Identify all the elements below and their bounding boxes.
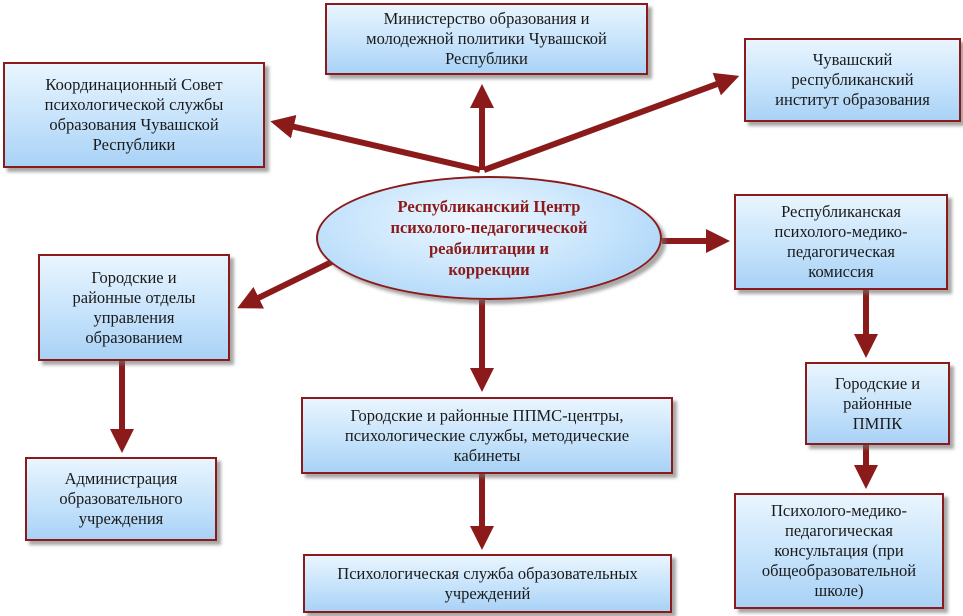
ministry-label: Министерство образования и молодежной по… <box>366 9 607 68</box>
council-label: Координационный Совет психологической сл… <box>44 75 224 154</box>
council-box: Координационный Совет психологической сл… <box>3 62 265 168</box>
city-departments-box: Городские и районные отделы управления о… <box>38 254 230 361</box>
psych-service-label: Психологическая служба образовательных у… <box>337 563 638 603</box>
administration-label: Администрация образовательного учреждени… <box>59 469 183 528</box>
city-departments-label: Городские и районные отделы управления о… <box>72 267 196 347</box>
ppms-centers-box: Городские и районные ППМС-центры, психол… <box>301 397 673 474</box>
pmpk-box: Городские и районные ПМПК <box>805 362 950 445</box>
arrow-to-city-departments <box>237 252 348 309</box>
institute-label: Чувашский республиканский институт образ… <box>775 50 930 109</box>
arrow-to-institute <box>482 72 740 173</box>
arrow-to-council <box>270 115 481 173</box>
consultation-label: Психолого-медико- педагогическая консуль… <box>761 501 917 600</box>
institute-box: Чувашский республиканский институт образ… <box>744 38 961 122</box>
center-label: Республиканский Центр психолого-педагоги… <box>390 197 588 279</box>
psych-service-box: Психологическая служба образовательных у… <box>303 554 672 613</box>
commission-box: Республиканская психолого-медико- педаго… <box>734 194 948 290</box>
center-ellipse: Республиканский Центр психолого-педагоги… <box>316 176 662 300</box>
consultation-box: Психолого-медико- педагогическая консуль… <box>734 493 944 609</box>
ministry-box: Министерство образования и молодежной по… <box>325 3 648 75</box>
ppms-centers-label: Городские и районные ППМС-центры, психол… <box>344 405 630 465</box>
commission-label: Республиканская психолого-медико- педаго… <box>774 202 908 281</box>
administration-box: Администрация образовательного учреждени… <box>25 457 217 541</box>
pmpk-label: Городские и районные ПМПК <box>834 373 921 433</box>
